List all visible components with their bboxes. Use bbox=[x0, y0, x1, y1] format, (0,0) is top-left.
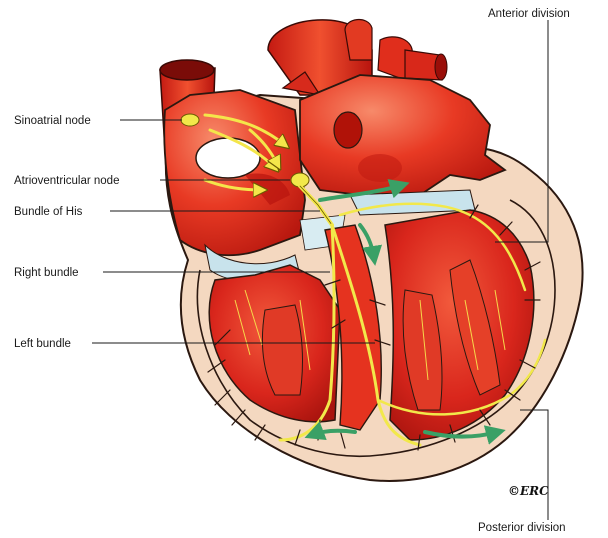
label-posterior-division: Posterior division bbox=[478, 522, 566, 533]
label-bundle-of-his: Bundle of His bbox=[14, 206, 83, 218]
label-right-bundle: Right bundle bbox=[14, 267, 79, 279]
label-atrioventricular-node: Atrioventricular node bbox=[14, 175, 119, 187]
artist-signature: ©ERC bbox=[508, 484, 549, 498]
left-atrium bbox=[300, 75, 505, 195]
label-sinoatrial-node: Sinoatrial node bbox=[14, 115, 91, 127]
sinoatrial-node-shape bbox=[181, 114, 199, 126]
label-anterior-division: Anterior division bbox=[488, 8, 570, 20]
label-left-bundle: Left bundle bbox=[14, 338, 71, 350]
